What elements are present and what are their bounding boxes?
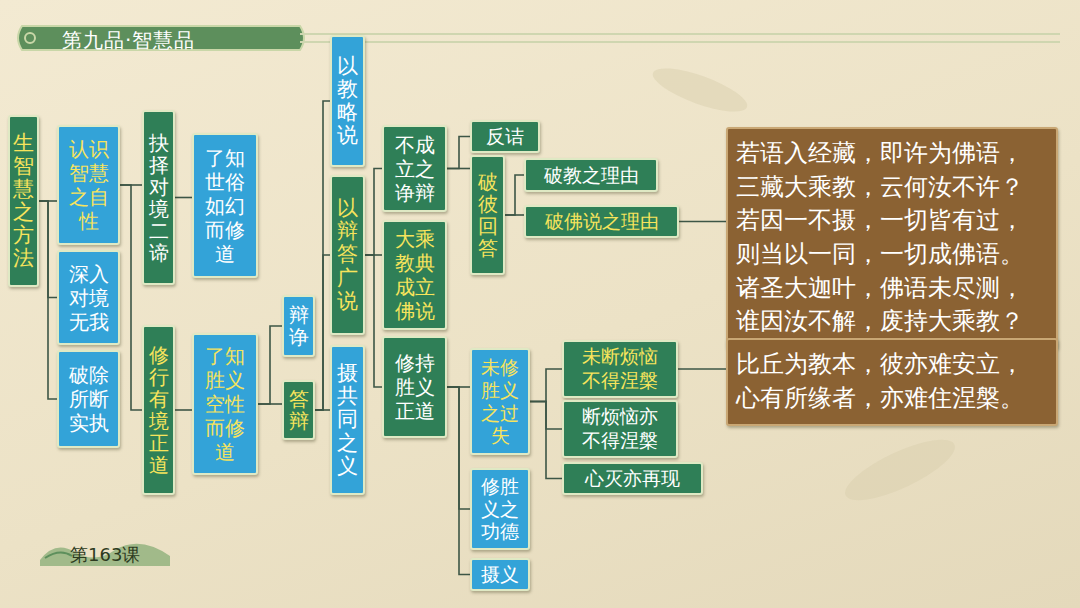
node-text: 若语入经藏，即许为佛语， 三藏大乘教，云何汝不许？ 若因一不摄，一切皆有过， 则…	[736, 137, 1048, 339]
node-text: 答辩	[289, 388, 309, 432]
outline-box: 抉择对境二谛	[142, 110, 175, 285]
outline-box: 反诘	[470, 120, 540, 153]
node-text: 破教之理由	[544, 164, 639, 187]
node-text: 深入对境无我	[69, 262, 109, 334]
node-text: 生智慧之方法	[13, 132, 34, 271]
node-text: 摄义	[481, 563, 519, 586]
node-text: 破除所断实执	[69, 363, 109, 435]
node-text: 断烦恼亦不得涅槃	[582, 405, 658, 453]
tree-connector	[678, 368, 726, 370]
outline-box: 了知世俗如幻而修道	[192, 133, 258, 278]
page-title: 第九品·智慧品	[62, 27, 195, 54]
node-text: 辩诤	[289, 304, 309, 348]
tree-connector	[365, 169, 382, 256]
outline-box: 修持胜义正道	[382, 336, 447, 438]
quote-box: 若语入经藏，即许为佛语， 三藏大乘教，云何汝不许？ 若因一不摄，一切皆有过， 则…	[726, 127, 1058, 349]
node-text: 以教略说	[337, 55, 358, 147]
quote-box: 比丘为教本，彼亦难安立， 心有所缘者，亦难住涅槃。	[726, 338, 1058, 426]
node-text: 反诘	[486, 125, 524, 148]
tree-connector	[679, 221, 726, 223]
node-text: 大乘教典成立佛说	[395, 227, 435, 323]
node-text: 心灭亦再现	[585, 467, 680, 490]
tree-connector	[120, 185, 142, 410]
outline-box: 大乘教典成立佛说	[382, 220, 447, 330]
tree-connector	[447, 387, 470, 575]
outline-box: 破除所断实执	[57, 350, 120, 448]
node-text: 认识智慧之自性	[69, 137, 109, 233]
node-text: 未断烦恼不得涅槃	[582, 345, 658, 393]
tree-connector	[258, 326, 282, 404]
node-text: 不成立之诤辩	[395, 133, 435, 205]
outline-box: 摄义	[470, 558, 530, 591]
node-text: 比丘为教本，彼亦难安立， 心有所缘者，亦难住涅槃。	[736, 348, 1048, 415]
tree-connector	[175, 197, 192, 199]
outline-box: 了知胜义空性而修道	[192, 333, 258, 475]
outline-box: 未修胜义之过失	[470, 348, 530, 455]
tree-connector	[175, 409, 192, 411]
node-text: 破彼回答	[478, 171, 498, 259]
node-text: 抉择对境二谛	[149, 132, 169, 264]
outline-box: 断烦恼亦不得涅槃	[562, 400, 678, 458]
tree-connector	[315, 255, 330, 410]
tree-connector	[505, 214, 524, 216]
node-text: 了知胜义空性而修道	[205, 344, 245, 464]
node-text: 了知世俗如幻而修道	[205, 146, 245, 266]
node-text: 修胜义之功德	[481, 475, 519, 543]
outline-box: 不成立之诤辩	[382, 125, 447, 212]
outline-box: 修行有境正道	[142, 325, 175, 495]
tree-connector	[365, 255, 382, 387]
outline-box: 摄共同之义	[330, 345, 365, 495]
outline-box: 认识智慧之自性	[57, 125, 120, 245]
outline-box: 破教之理由	[524, 158, 658, 192]
outline-box: 破彼回答	[470, 155, 505, 275]
outline-box: 辩诤	[282, 295, 315, 357]
tree-connector	[447, 168, 470, 170]
node-text: 修持胜义正道	[395, 351, 435, 423]
outline-box: 答辩	[282, 380, 315, 440]
tree-connector	[258, 403, 282, 405]
tree-connector	[447, 137, 470, 169]
tree-connector	[315, 409, 330, 411]
tree-connector	[39, 201, 57, 399]
outline-box: 修胜义之功德	[470, 468, 530, 550]
node-text: 修行有境正道	[149, 344, 169, 476]
node-text: 以辩答广说	[337, 197, 358, 312]
outline-box: 生智慧之方法	[8, 115, 39, 287]
outline-box: 破佛说之理由	[524, 205, 679, 238]
tree-connector	[530, 402, 562, 479]
outline-box: 以教略说	[330, 35, 365, 167]
node-text: 摄共同之义	[337, 362, 358, 477]
lesson-number: 第163课	[70, 543, 140, 567]
outline-box: 未断烦恼不得涅槃	[562, 340, 678, 398]
tree-connector	[530, 369, 562, 402]
node-text: 未修胜义之过失	[481, 356, 519, 447]
outline-box: 深入对境无我	[57, 250, 120, 345]
tree-connector	[315, 101, 330, 410]
tree-connector	[505, 175, 524, 215]
outline-box: 心灭亦再现	[562, 462, 703, 495]
outline-box: 以辩答广说	[330, 175, 365, 335]
node-text: 破佛说之理由	[545, 210, 659, 233]
